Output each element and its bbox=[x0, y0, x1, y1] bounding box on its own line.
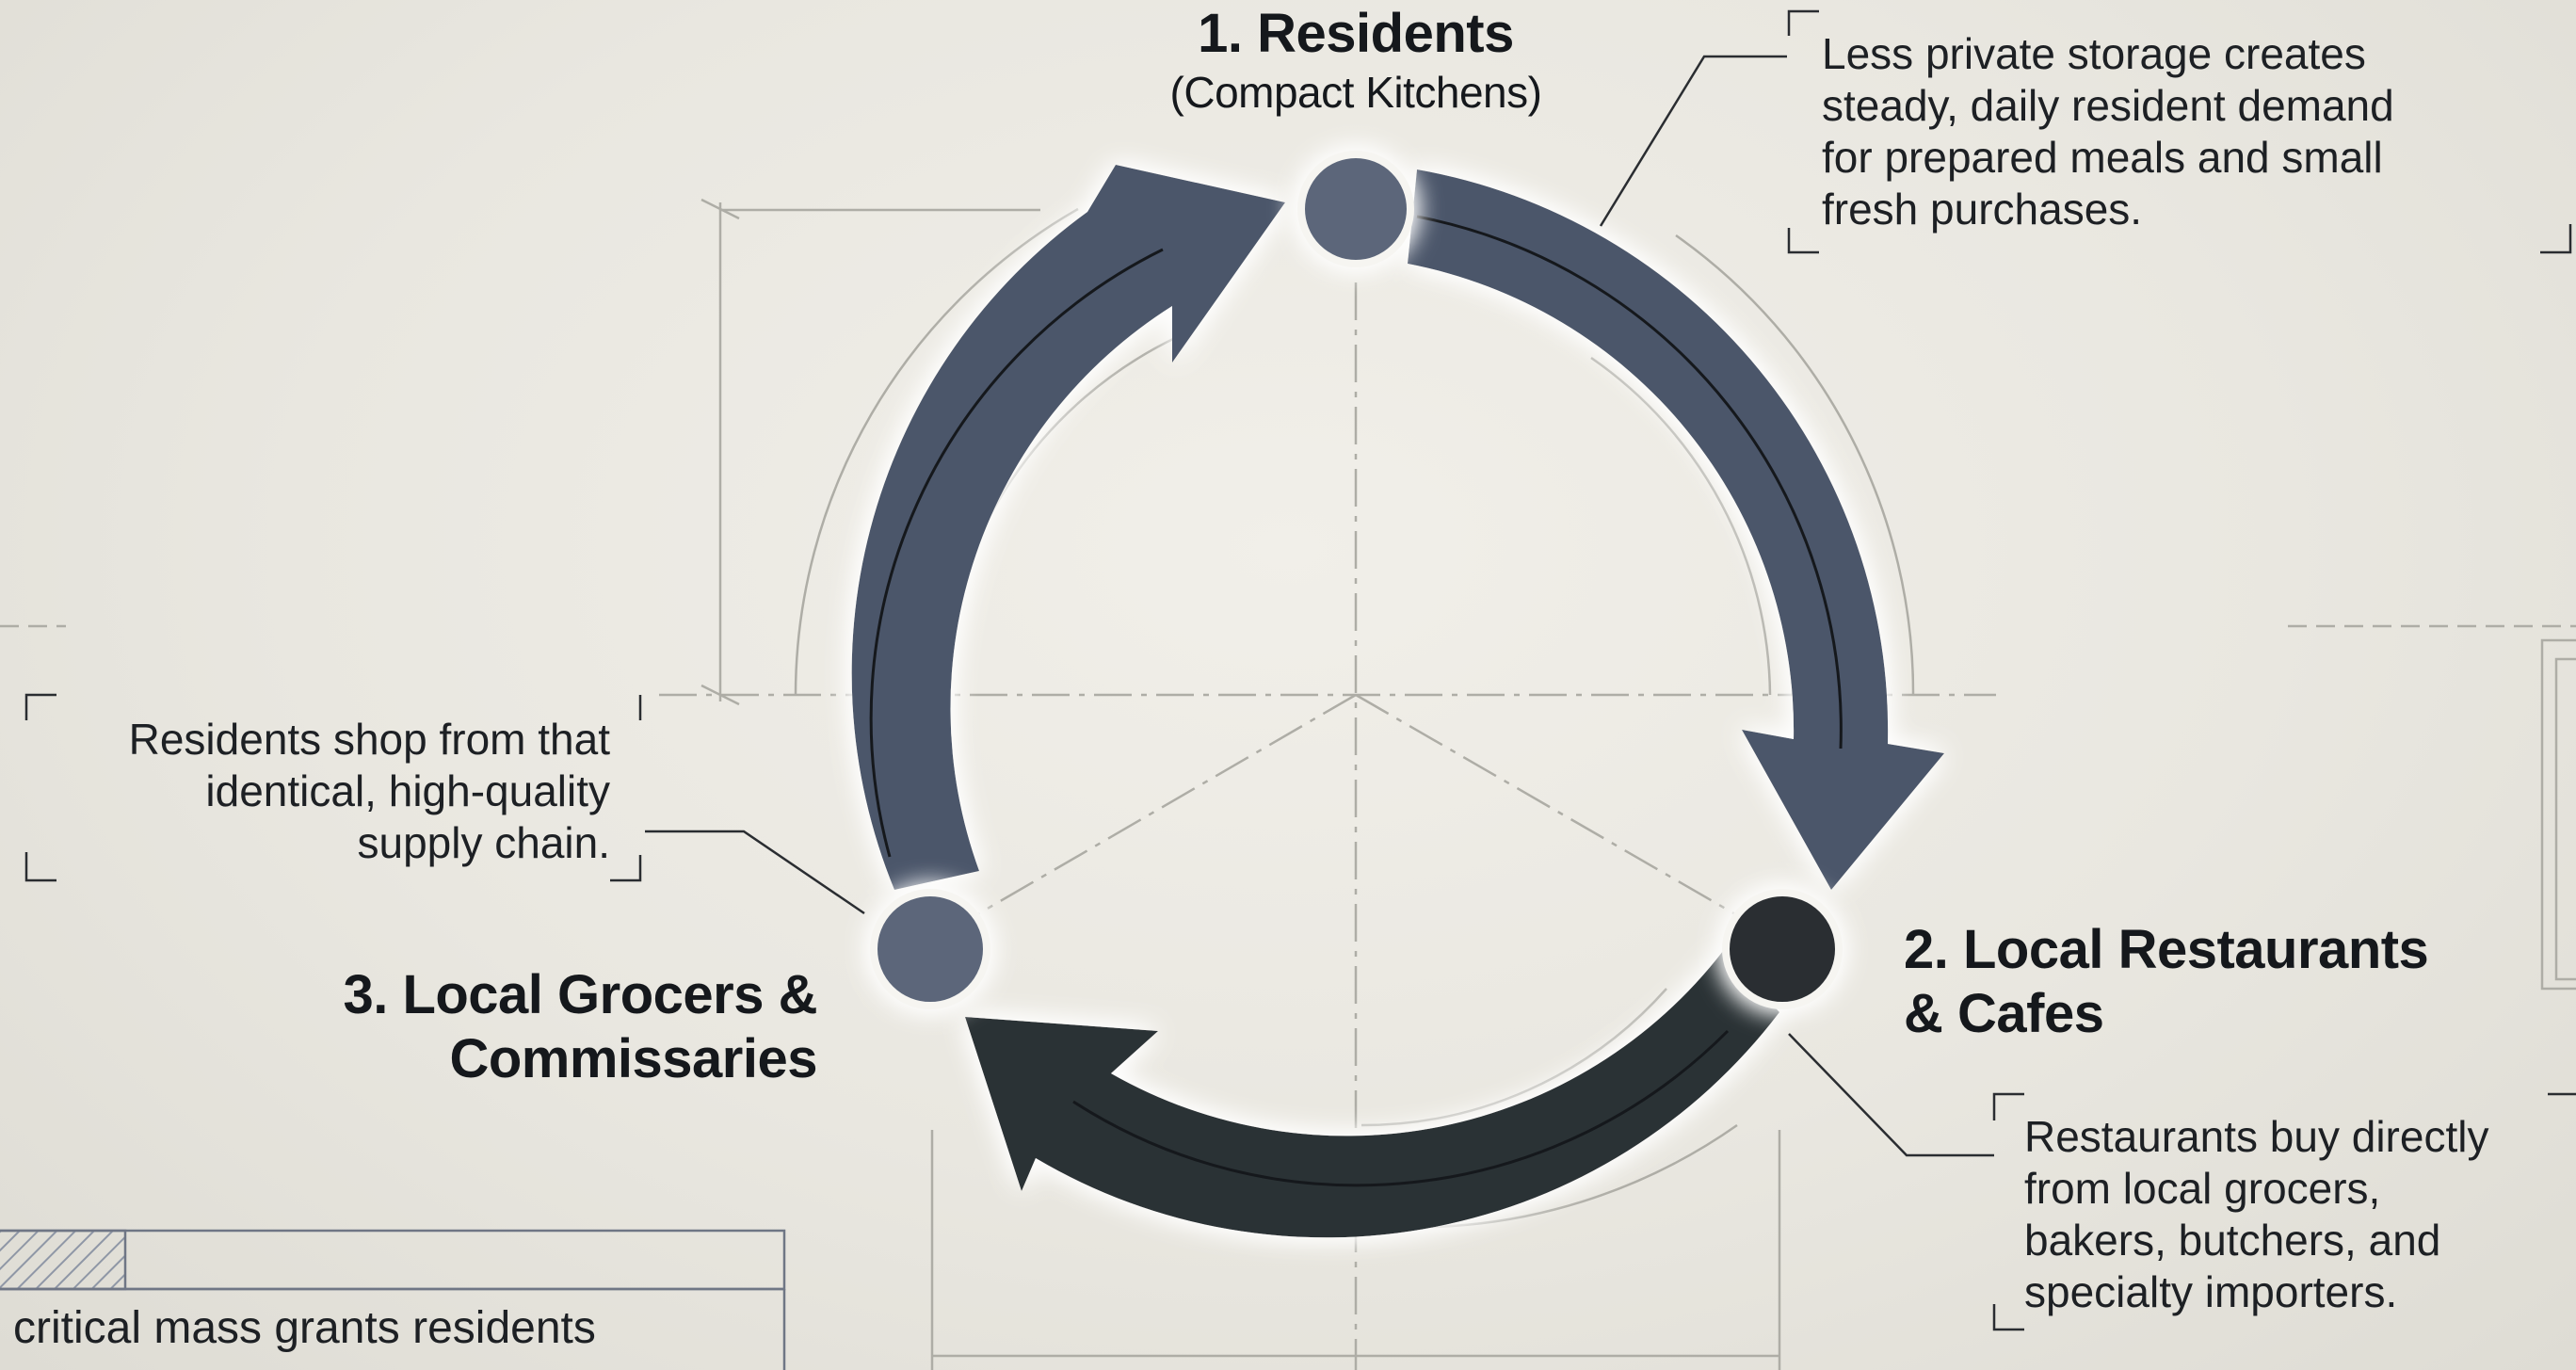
residents-subtitle: (Compact Kitchens) bbox=[1169, 68, 1542, 117]
grocers-node bbox=[870, 889, 990, 1009]
legend-text: critical mass grants residents bbox=[13, 1303, 596, 1353]
legend-box bbox=[0, 1229, 786, 1370]
callout-residents-shop: Residents shop from that identical, high… bbox=[38, 714, 610, 869]
callout-residents-demand-text: Less private storage creates steady, dai… bbox=[1822, 29, 2394, 234]
residents-title-text: 1. Residents bbox=[1198, 3, 1514, 64]
grocers-title: 3. Local Grocers & Commissaries bbox=[343, 964, 817, 1089]
arrow-restaurants-to-grocers bbox=[965, 951, 1779, 1238]
restaurants-node bbox=[1722, 889, 1843, 1009]
callout-restaurants-supply-text: Restaurants buy directly from local groc… bbox=[2024, 1112, 2489, 1316]
residents-node bbox=[1297, 151, 1414, 267]
arrow-grocers-to-residents bbox=[851, 165, 1285, 890]
flow-lines bbox=[869, 215, 1843, 1187]
callout-residents-demand: Less private storage creates steady, dai… bbox=[1822, 28, 2537, 235]
callout-residents-shop-text: Residents shop from that identical, high… bbox=[128, 715, 610, 867]
arrow-residents-to-restaurants bbox=[1408, 169, 1944, 890]
restaurants-title: 2. Local Restaurants & Cafes bbox=[1904, 919, 2429, 1044]
callout-restaurants-supply: Restaurants buy directly from local groc… bbox=[2024, 1111, 2552, 1318]
residents-title: 1. Residents (Compact Kitchens) bbox=[1073, 2, 1638, 119]
callout-leaders bbox=[24, 9, 2576, 1331]
